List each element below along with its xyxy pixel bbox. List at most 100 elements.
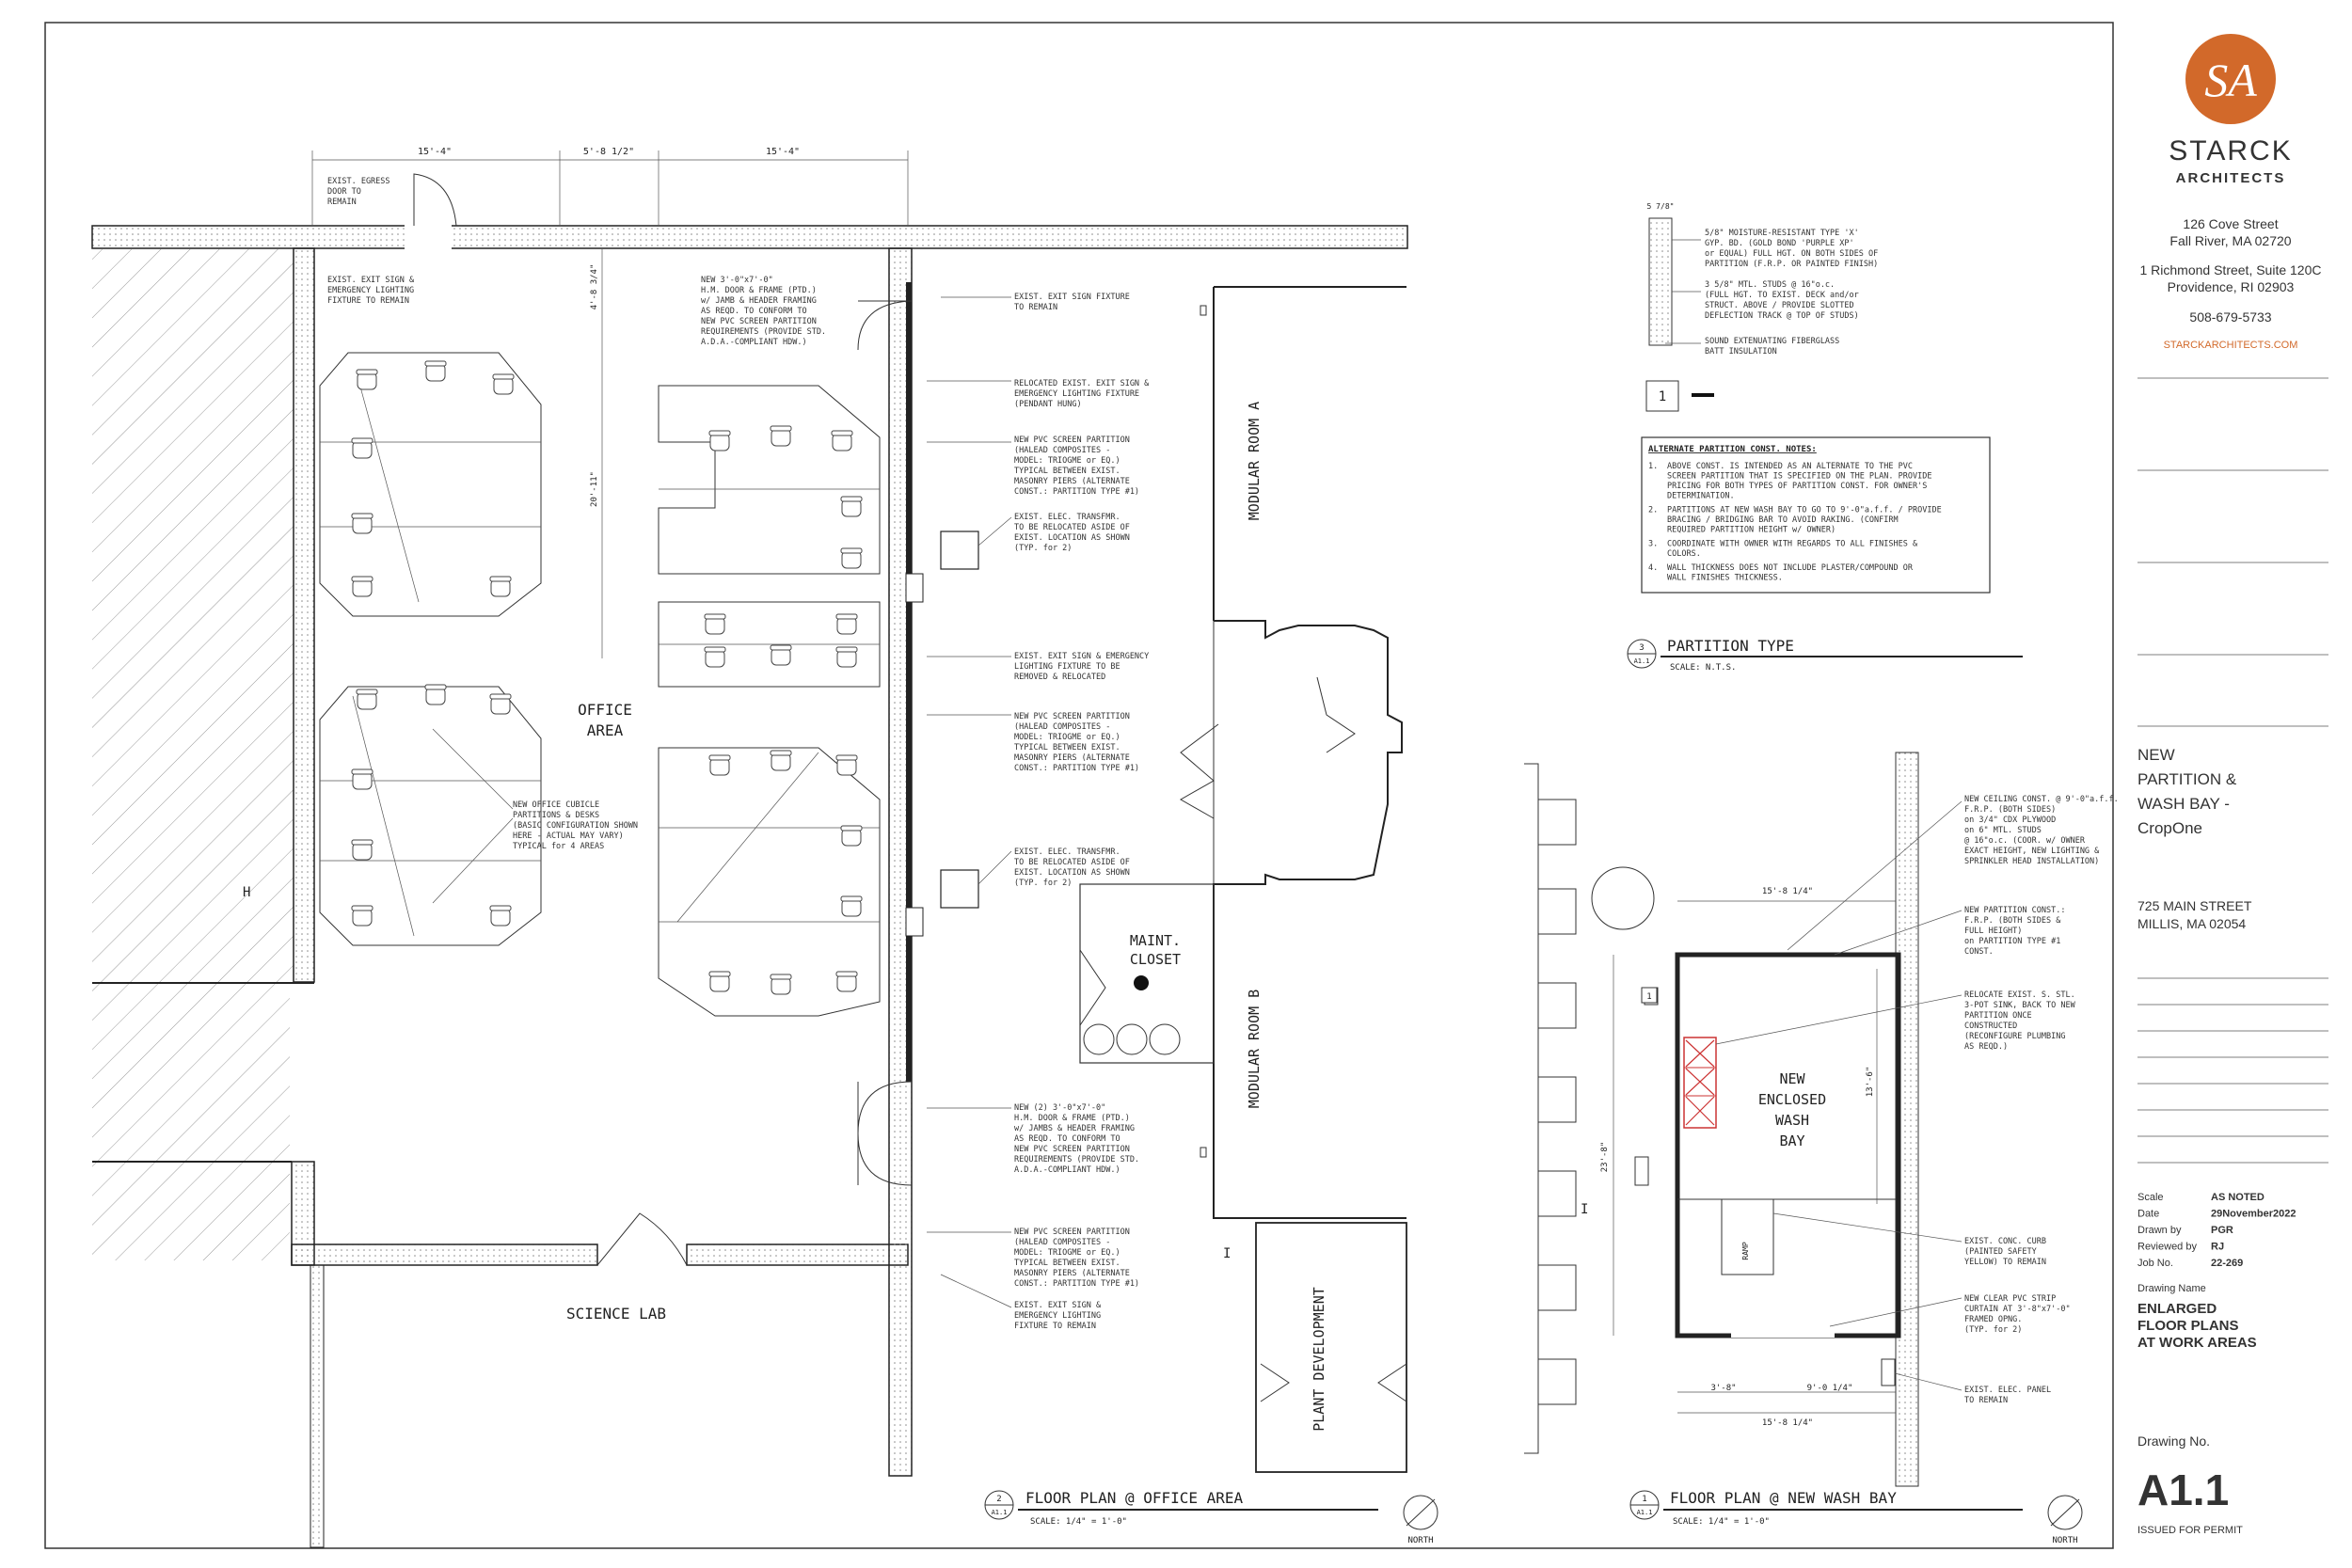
note-line: w/ JAMB & HEADER FRAMING: [701, 296, 817, 306]
note-line: AS REQD.): [1964, 1042, 2008, 1052]
alternate-notes-box: [1641, 436, 1991, 594]
wash-bay-partition-tag: 1: [1646, 992, 1651, 1002]
note-line: H.M. DOOR & FRAME (PTD.): [1014, 1114, 1130, 1123]
note-line: BATT INSULATION: [1705, 347, 1777, 356]
alt-note-line: 3.: [1648, 540, 1658, 549]
firm-addr1-line1: 126 Cove Street: [2183, 216, 2278, 231]
note-line: EMERGENCY LIGHTING FIXTURE: [1014, 389, 1139, 399]
note-line: TO BE RELOCATED ASIDE OF: [1014, 858, 1130, 867]
note-line: EXIST. CONC. CURB: [1964, 1237, 2046, 1246]
drawing-name-label: Drawing Name: [2137, 1283, 2206, 1294]
note-line: @ 16"o.c. (COOR. w/ OWNER: [1964, 836, 2086, 846]
project-title-l4: CropOne: [2137, 819, 2202, 837]
info-key: Job No.: [2137, 1258, 2173, 1269]
alternate-notes-list: 1.ABOVE CONST. IS INTENDED AS AN ALTERNA…: [1648, 462, 1942, 583]
note-pvc-partition-3: NEW PVC SCREEN PARTITION(HALEAD COMPOSIT…: [1014, 1227, 1139, 1289]
firm-name: STARCK: [2169, 135, 2292, 166]
partition-dimension: 5 7/8": [1647, 202, 1675, 211]
note-line: H.M. DOOR & FRAME (PTD.): [701, 286, 817, 295]
project-title-l1: NEW: [2137, 746, 2175, 764]
note-relocated-exit-sign: RELOCATED EXIST. EXIT SIGN &EMERGENCY LI…: [1014, 379, 1150, 409]
title-3-sheet: A1.1: [1634, 657, 1650, 665]
note-line: REQUIREMENTS (PROVIDE STD.: [701, 327, 826, 337]
note-line: (TYP. for 2): [1964, 1325, 2022, 1335]
note-line: DOOR TO: [327, 187, 361, 197]
note-line: YELLOW) TO REMAIN: [1964, 1258, 2046, 1267]
note-line: GYP. BD. (GOLD BOND 'PURPLE XP': [1705, 239, 1854, 248]
room-maint-closet-l1: MAINT.: [1130, 932, 1181, 949]
title-2-number: 2: [996, 1495, 1001, 1504]
info-value: PGR: [2211, 1225, 2233, 1236]
alt-note-line: SCREEN PARTITION THAT IS SPECIFIED ON TH…: [1667, 472, 1931, 482]
note-line: A.D.A.-COMPLIANT HDW.): [701, 338, 807, 347]
info-value: AS NOTED: [2211, 1192, 2265, 1203]
title-2-text: FLOOR PLAN @ OFFICE AREA: [1025, 1489, 1244, 1507]
drawing-name-l2: FLOOR PLANS: [2137, 1318, 2239, 1334]
note-new-doors-2: NEW (2) 3'-0"x7'-0"H.M. DOOR & FRAME (PT…: [1014, 1103, 1139, 1175]
hatched-existing-area: [92, 1162, 290, 1260]
title-2-scale: SCALE: 1/4" = 1'-0": [1030, 1517, 1127, 1527]
note-line: CONST.: PARTITION TYPE #1): [1014, 1279, 1139, 1289]
note-line: EMERGENCY LIGHTING: [1014, 1311, 1101, 1321]
alternate-notes-title: ALTERNATE PARTITION CONST. NOTES:: [1648, 445, 1817, 454]
note-pvc-partition-2: NEW PVC SCREEN PARTITION(HALEAD COMPOSIT…: [1014, 712, 1139, 773]
note-line: RELOCATE EXIST. S. STL.: [1964, 990, 2075, 1000]
elevation-marker: I: [1223, 1246, 1231, 1261]
alt-note-line: 1.: [1648, 462, 1658, 471]
note-wash-partition: NEW PARTITION CONST.:F.R.P. (BOTH SIDES …: [1964, 906, 2065, 957]
note-line: TO REMAIN: [1014, 303, 1057, 312]
wash-bay-dim-left: 23'-8": [1600, 1142, 1610, 1173]
info-key: Reviewed by: [2137, 1242, 2197, 1253]
project-title-l3: WASH BAY -: [2137, 795, 2230, 813]
north-arrow-label: NORTH: [1407, 1536, 1433, 1545]
partition-type-detail: 5 7/8" 5/8" MOISTURE-RESISTANT TYPE 'X'G…: [1627, 202, 2023, 673]
title-2-sheet: A1.1: [992, 1509, 1008, 1516]
electrical-transformer: [940, 531, 979, 570]
note-line: NEW PVC SCREEN PARTITION: [1014, 1227, 1130, 1237]
note-line: MODEL: TRIOGME or EQ.): [1014, 733, 1120, 742]
floor-drain-icon: [1134, 975, 1149, 990]
wash-bay-dim-b2: 9'-0 1/4": [1807, 1384, 1853, 1393]
alt-note-line: BRACING / BRIDGING BAR TO AVOID RAKING. …: [1667, 515, 1899, 525]
firm-addr1-line2: Fall River, MA 02720: [2169, 233, 2291, 248]
hatched-existing-area: [92, 983, 290, 1162]
project-addr-l1: 725 MAIN STREET: [2137, 898, 2252, 913]
note-line: (HALEAD COMPOSITES -: [1014, 722, 1110, 732]
note-line: MASONRY PIERS (ALTERNATE: [1014, 477, 1130, 486]
plant-development-room: [1255, 1222, 1407, 1473]
wash-bay-dim-bottom: 15'-8 1/4": [1762, 1418, 1813, 1428]
room-wash-bay-l3: WASH: [1775, 1112, 1809, 1129]
note-line: MASONRY PIERS (ALTERNATE: [1014, 753, 1130, 763]
drawing-name-l1: ENLARGED: [2137, 1301, 2217, 1317]
note-line: EXIST. ELEC. TRANSFMR.: [1014, 847, 1120, 857]
note-line: NEW PVC SCREEN PARTITION: [1014, 712, 1130, 721]
note-line: NEW CLEAR PVC STRIP: [1964, 1294, 2056, 1304]
note-line: CONST.: PARTITION TYPE #1): [1014, 487, 1139, 497]
note-line: NEW CEILING CONST. @ 9'-0"a.f.f.: [1964, 795, 2119, 804]
note-line: RELOCATED EXIST. EXIT SIGN &: [1014, 379, 1150, 388]
firm-website: STARCKARCHITECTS.COM: [2164, 340, 2298, 351]
note-line: NEW PVC SCREEN PARTITION: [1014, 436, 1130, 445]
north-arrow-label-2: NORTH: [2052, 1536, 2077, 1545]
note-line: (BASIC CONFIGURATION SHOWN: [513, 821, 638, 831]
title-1-sheet: A1.1: [1637, 1509, 1653, 1516]
note-line: NEW OFFICE CUBICLE: [513, 800, 599, 810]
room-modular-b: MODULAR ROOM B: [1246, 990, 1263, 1108]
note-line: NEW PARTITION CONST.:: [1964, 906, 2065, 915]
room-maint-closet-l2: CLOSET: [1130, 951, 1181, 968]
note-transformer-1: EXIST. ELEC. TRANSFMR.TO BE RELOCATED AS…: [1014, 513, 1130, 553]
partition-type-tag: 1: [1659, 389, 1666, 404]
firm-logo-icon: [2185, 34, 2276, 124]
note-line: HERE - ACTUAL MAY VARY): [513, 832, 624, 841]
cubicle-cluster: [319, 684, 542, 946]
modular-rooms: MAINT. CLOSET MODULAR ROOM A MODULAR ROO…: [1079, 286, 1407, 1473]
room-science-lab: SCIENCE LAB: [566, 1305, 666, 1323]
note-line: SOUND EXTENUATING FIBERGLASS: [1705, 337, 1839, 346]
note-line: TYPICAL BETWEEN EXIST.: [1014, 743, 1120, 752]
science-lab-wall: [686, 1243, 909, 1266]
